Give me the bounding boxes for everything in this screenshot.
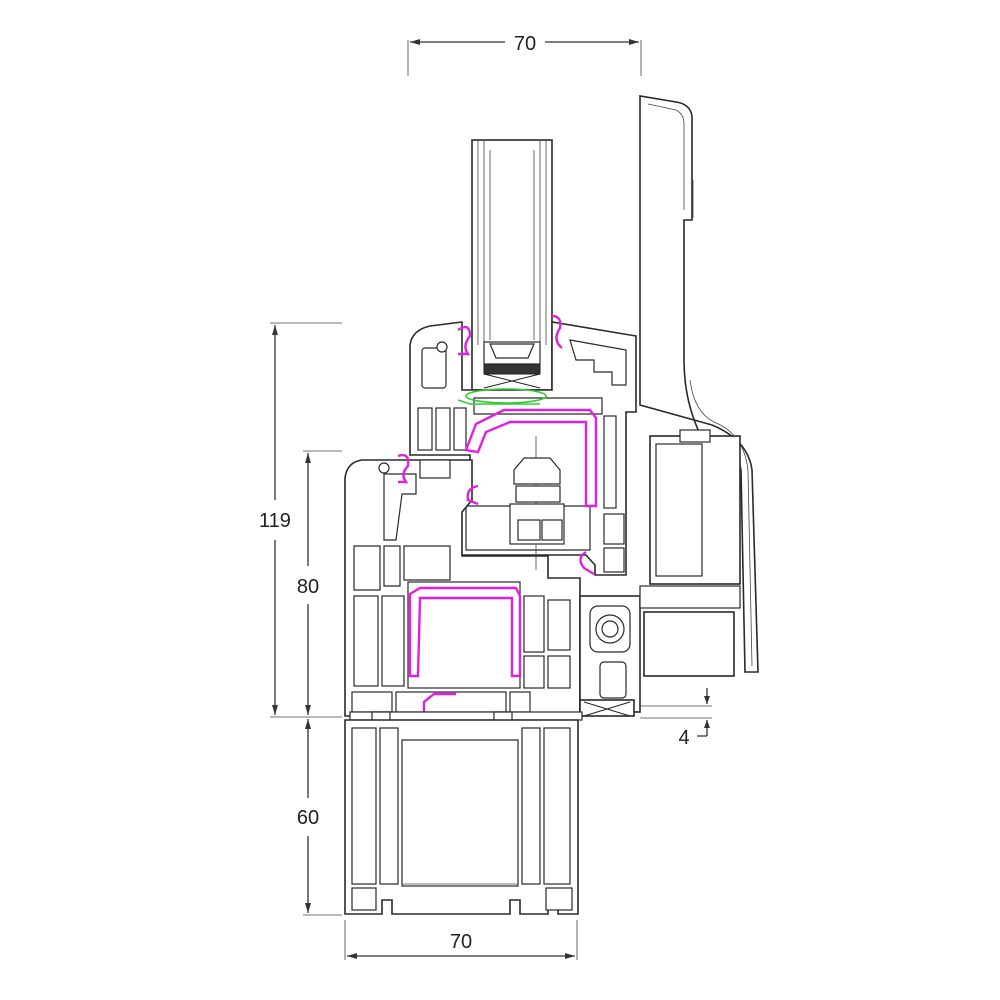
locking-mechanism [509,436,565,570]
dimension-frame-height: 60 [297,719,342,916]
frame-height-label: 60 [297,807,319,829]
dimension-bottom-width: 70 [344,920,578,960]
total-height-label: 119 [259,510,291,532]
dimension-sash-height: 80 [297,450,342,715]
dimension-gap: 4 [640,688,712,749]
frame-upper-profile [344,459,581,717]
gap-label: 4 [678,727,689,749]
sash-height-label: 80 [297,576,319,598]
sash-gaskets [397,314,595,576]
hardware-fitting [579,429,741,717]
frame-lower-profile [344,719,579,915]
dimension-total-height: 119 [259,322,342,718]
dimension-top-width: 70 [407,33,642,76]
glazing-gasket [457,388,547,405]
top-width-label: 70 [514,33,536,55]
bottom-width-label: 70 [450,931,472,953]
glazing-unit [471,139,553,391]
desiccant-band [483,363,541,375]
